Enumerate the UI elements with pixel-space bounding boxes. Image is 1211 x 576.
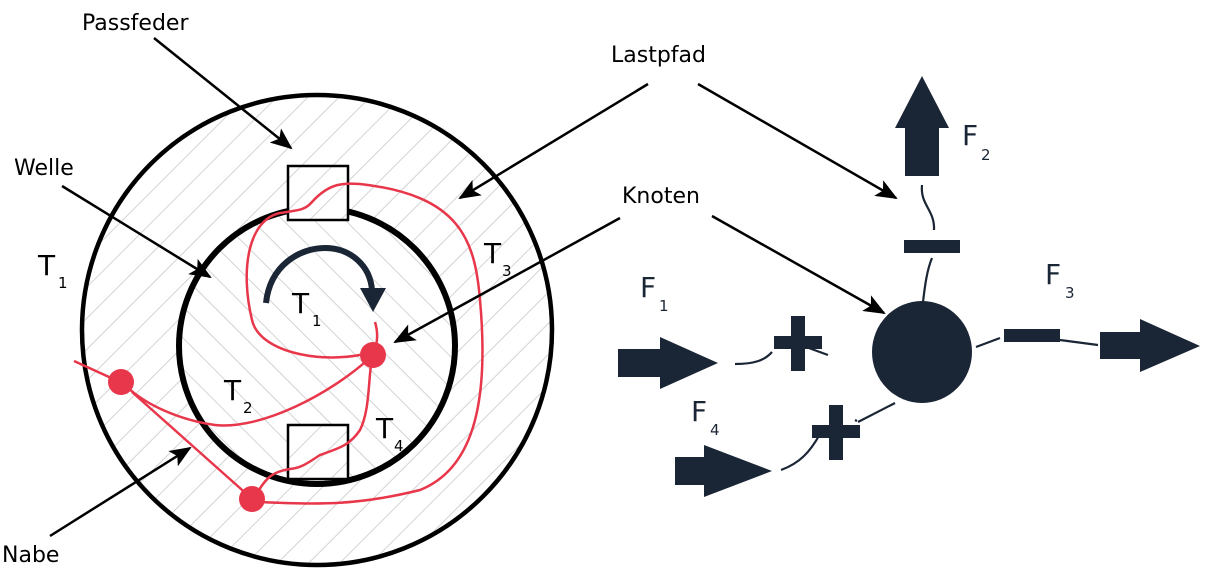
sign-minus-f2 (904, 240, 960, 253)
svg-text:F: F (640, 271, 656, 304)
shaft-hatch (179, 208, 455, 484)
svg-text:1: 1 (312, 312, 322, 330)
force-arrow-f4 (675, 445, 772, 497)
svg-text:1: 1 (659, 297, 669, 315)
svg-text:F: F (962, 119, 978, 152)
svg-text:4: 4 (394, 437, 404, 455)
shaft-disc (176, 205, 458, 487)
pointer-nabe (49, 446, 192, 538)
svg-text:2: 2 (981, 146, 991, 164)
sign-minus-f3 (1004, 329, 1060, 342)
svg-text:T: T (483, 237, 502, 270)
label-nabe: Nabe (2, 543, 59, 568)
pointer-welle (61, 184, 212, 279)
sign-plus-f4 (812, 405, 860, 460)
node-dot (239, 486, 265, 512)
svg-text:F: F (691, 395, 707, 428)
key-bottom (286, 423, 350, 481)
torque-label-t4: T 4 (375, 412, 404, 455)
force-label-f3: F 3 (1045, 258, 1075, 302)
torque-arrow (263, 244, 386, 312)
svg-text:3: 3 (502, 262, 512, 280)
force-arrow-f3 (1100, 319, 1200, 372)
wire-f2 (920, 184, 936, 231)
svg-text:1: 1 (58, 274, 68, 292)
svg-text:3: 3 (1065, 284, 1075, 302)
pointer-passfeder (153, 37, 293, 150)
force-label-f1: F 1 (640, 271, 669, 315)
svg-text:2: 2 (243, 399, 253, 417)
label-passfeder: Passfeder (82, 11, 189, 36)
knoten-node (872, 301, 972, 403)
pointer-lastpfad-right (697, 82, 898, 200)
svg-text:T: T (291, 287, 310, 320)
sign-plus-f1 (774, 316, 822, 371)
pointer-knoten-right (711, 214, 886, 315)
node-diagram: F 1 F 2 F 3 F 4 (618, 76, 1200, 497)
torque-label-t1-inner: T 1 (291, 287, 322, 330)
wire-f4 (780, 419, 858, 472)
force-label-f2: F 2 (962, 119, 991, 164)
label-lastpfad: Lastpfad (611, 43, 706, 68)
svg-text:T: T (37, 249, 56, 282)
torque-label-t1-outer: T 1 (37, 249, 68, 292)
torque-label-t3: T 3 (483, 237, 512, 280)
wire-f1 (734, 351, 773, 366)
svg-text:T: T (375, 412, 394, 445)
load-path-segment (245, 182, 484, 505)
pointer-arrows (49, 37, 898, 538)
svg-text:T: T (223, 374, 242, 407)
key-top (286, 164, 350, 222)
wire-f3 (1059, 338, 1099, 347)
force-label-f4: F 4 (691, 395, 720, 439)
torque-label-t2: T 2 (223, 374, 253, 417)
svg-text:F: F (1045, 258, 1061, 291)
wire-f2-node (921, 257, 934, 303)
label-welle: Welle (14, 156, 74, 181)
pointer-knoten-left (393, 216, 621, 344)
label-knoten: Knoten (622, 184, 700, 209)
pointer-lastpfad-left (458, 82, 649, 200)
load-path-segment (124, 355, 373, 427)
load-path (73, 182, 484, 505)
force-arrow-f2 (895, 76, 949, 176)
node-dot (360, 342, 386, 368)
force-arrow-f1 (618, 337, 718, 389)
wire-f4-node (857, 402, 896, 423)
node-dot (108, 369, 134, 395)
wire-f3-node (975, 336, 1001, 349)
hub-outline (79, 92, 555, 568)
svg-text:4: 4 (710, 421, 720, 439)
load-path-segment (131, 391, 251, 498)
load-path-segment (254, 357, 374, 496)
